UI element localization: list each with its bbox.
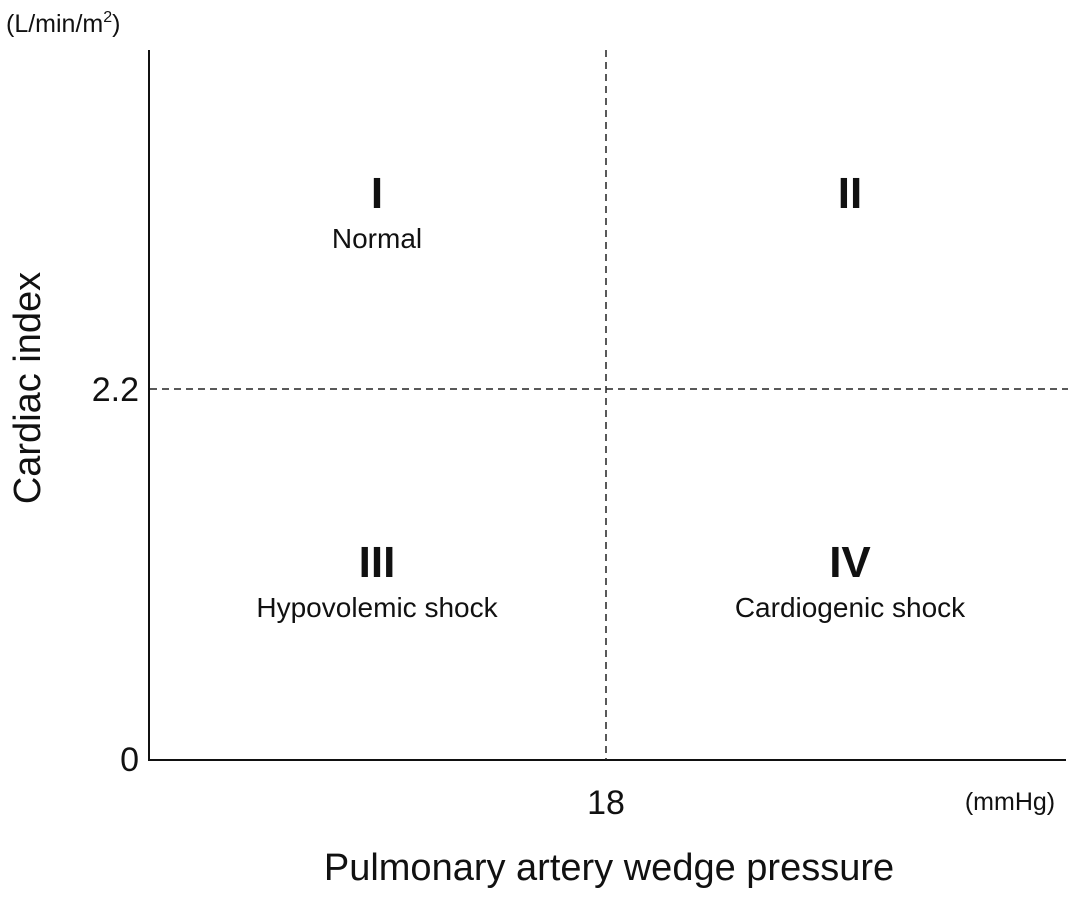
y-axis-unit-label: (L/min/m2) — [6, 9, 120, 38]
y-axis-unit-superscript: 2 — [103, 9, 112, 26]
x-axis-unit-label: (mmHg) — [965, 788, 1055, 816]
y-axis-unit-close: ) — [112, 10, 120, 38]
x-axis-title: Pulmonary artery wedge pressure — [324, 847, 894, 889]
y-axis-title: Cardiac index — [7, 272, 49, 504]
quadrant-1-name: Normal — [332, 223, 422, 254]
quadrant-4-numeral: IV — [829, 538, 871, 587]
x-tick-threshold-label: 18 — [587, 784, 625, 822]
y-axis-unit-text: (L/min/m — [6, 10, 103, 38]
quadrant-3-name: Hypovolemic shock — [256, 592, 498, 623]
y-tick-threshold-label: 2.2 — [92, 371, 139, 409]
quadrant-4-name: Cardiogenic shock — [735, 592, 966, 623]
quadrant-3-numeral: III — [359, 538, 396, 587]
quadrant-2-numeral: II — [838, 169, 862, 218]
y-tick-zero-label: 0 — [120, 741, 139, 779]
quadrant-1-numeral: I — [371, 169, 383, 218]
